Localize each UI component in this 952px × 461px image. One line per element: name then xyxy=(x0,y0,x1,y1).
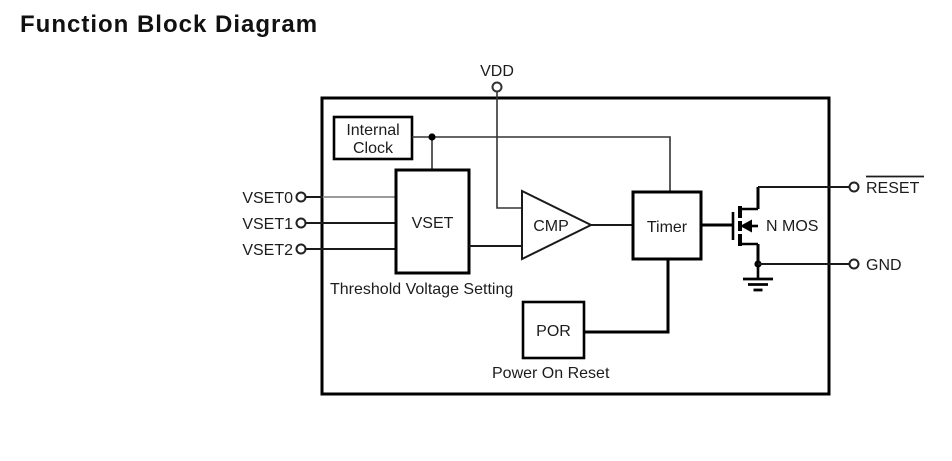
internal-clock-label-line1: Internal xyxy=(346,122,399,139)
reset-terminal-circle xyxy=(848,181,860,193)
power-on-reset-caption: Power On Reset xyxy=(492,365,610,382)
vset2-pin: VSET2 xyxy=(242,242,396,259)
vset2-terminal-circle xyxy=(295,243,307,255)
vset0-terminal-circle xyxy=(295,191,307,203)
reset-pin: RESET xyxy=(758,175,924,197)
vset1-terminal-circle xyxy=(295,217,307,229)
vdd-pin-label: VDD xyxy=(480,63,514,80)
timer-label: Timer xyxy=(647,219,688,236)
cmp-label: CMP xyxy=(533,218,569,235)
por-label: POR xyxy=(536,323,571,340)
vset0-pin: VSET0 xyxy=(242,190,396,207)
clock-net-junction-dot xyxy=(428,133,436,141)
vdd-pin: VDD xyxy=(480,63,522,209)
timer-block: Timer xyxy=(631,190,703,261)
por-box xyxy=(521,300,586,360)
vset1-pin: VSET1 xyxy=(242,216,396,233)
clock-net-wire xyxy=(412,133,671,192)
vset-label: VSET xyxy=(412,215,454,232)
internal-clock-box xyxy=(332,115,414,161)
gnd-pin-label: GND xyxy=(866,257,902,274)
threshold-caption: Threshold Voltage Setting xyxy=(330,281,513,298)
page-title: Function Block Diagram xyxy=(20,11,319,38)
cmp-block: CMP xyxy=(521,189,594,261)
cmp-triangle xyxy=(521,189,594,261)
timer-to-por-wire xyxy=(584,259,670,334)
nmos-transistor: N MOS xyxy=(701,206,818,246)
vset1-pin-label: VSET1 xyxy=(242,216,293,233)
por-block: POR xyxy=(521,300,586,360)
vset2-pin-label: VSET2 xyxy=(242,242,293,259)
reset-pin-label: RESET xyxy=(866,180,920,197)
internal-clock-label-line2: Clock xyxy=(353,140,394,157)
gnd-terminal-circle xyxy=(848,258,860,270)
gnd-pin: GND xyxy=(758,257,902,274)
nmos-label: N MOS xyxy=(766,218,818,235)
internal-clock-block: Internal Clock xyxy=(332,115,414,161)
vset-block: VSET xyxy=(394,168,471,275)
vdd-terminal-circle xyxy=(491,81,503,93)
vset-box xyxy=(394,168,471,275)
ground-symbol xyxy=(743,264,773,292)
clock-wire-to-timer xyxy=(412,136,671,192)
nmos-body-arrow xyxy=(740,219,752,233)
vset0-pin-label: VSET0 xyxy=(242,190,293,207)
chip-boundary-box xyxy=(320,96,831,396)
vdd-wire xyxy=(496,91,522,209)
